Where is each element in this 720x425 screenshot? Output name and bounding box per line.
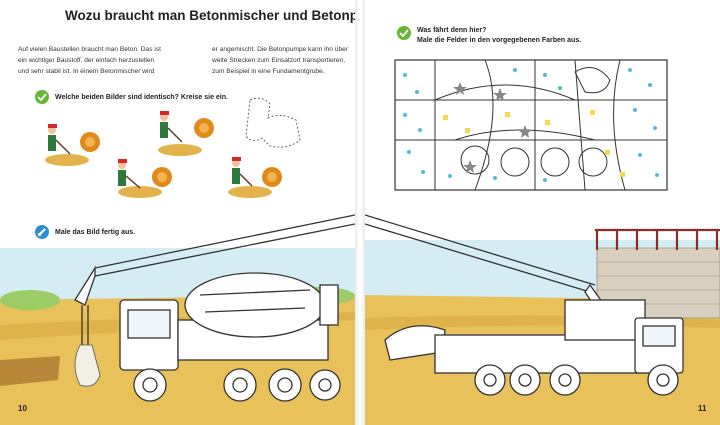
task-icon-blue — [35, 225, 49, 239]
pump-truck — [384, 299, 684, 396]
task-identical: Welche beiden Bilder sind identisch? Kre… — [35, 90, 228, 104]
right-page: Was fährt denn hier? Male die Felder in … — [365, 0, 720, 425]
worker-picture-1[interactable] — [40, 122, 100, 167]
task-vehicle-line1: Was fährt denn hier? — [417, 27, 487, 34]
page-number-left: 10 — [18, 404, 27, 413]
worker-picture-4[interactable] — [228, 157, 282, 198]
page-number-right: 11 — [698, 404, 707, 413]
worker-picture-2[interactable] — [158, 111, 214, 156]
task-vehicle: Was fährt denn hier? Male die Felder in … — [397, 26, 581, 46]
intro-text-left: Auf vielen Baustellen braucht man Beton.… — [18, 46, 161, 75]
page-title: Wozu braucht man Betonmischer und Betonp… — [65, 8, 355, 23]
left-page: Wozu braucht man Betonmischer und Betonp… — [0, 0, 355, 425]
task-paint: Male das Bild fertig aus. — [35, 225, 135, 239]
mixer-truck — [119, 272, 341, 402]
task-icon-green — [397, 26, 411, 40]
worker-picture-3[interactable] — [118, 159, 172, 198]
task-vehicle-line2: Male die Felder in den vorgegebenen Farb… — [417, 37, 582, 44]
book-gutter — [355, 0, 365, 425]
color-by-symbol-puzzle[interactable] — [394, 59, 668, 191]
scaffold — [595, 228, 720, 250]
task-identical-label: Welche beiden Bilder sind identisch? Kre… — [55, 93, 228, 101]
star-icon — [453, 82, 532, 173]
left-page-art — [0, 97, 355, 425]
intro-text-right: er angemischt. Die Betonpumpe kann ihn ü… — [212, 46, 348, 75]
task-paint-label: Male das Bild fertig aus. — [55, 228, 136, 236]
dotted-outline-picture[interactable] — [245, 97, 301, 148]
right-page-art — [365, 59, 720, 425]
task-icon-green — [35, 90, 49, 104]
